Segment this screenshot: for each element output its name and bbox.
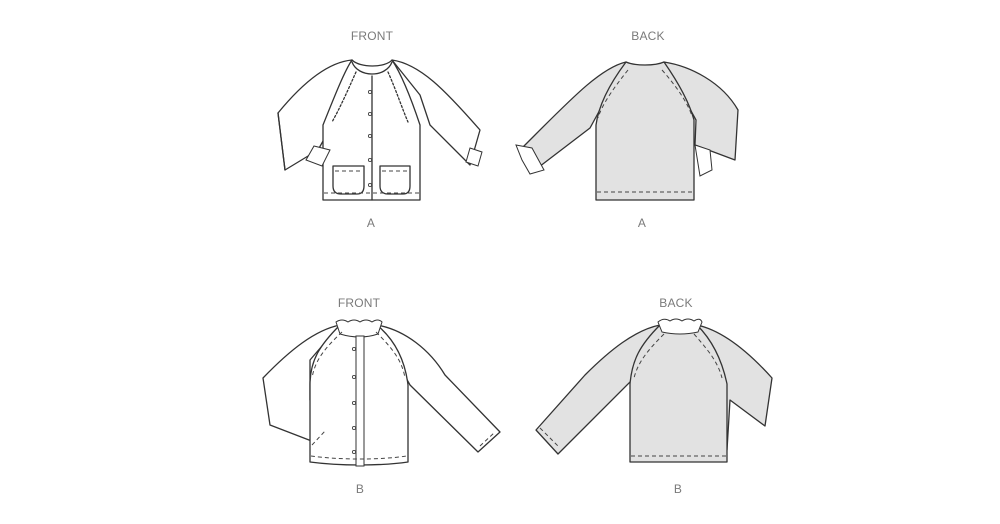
view-a-front-variant: A	[366, 216, 376, 230]
jacket-b-front-drawing	[262, 319, 501, 467]
view-b-front-heading: FRONT	[337, 296, 381, 310]
jacket-a-back-drawing	[515, 61, 739, 201]
view-a-back-variant: A	[637, 216, 647, 230]
view-b-front-variant: B	[355, 482, 365, 496]
view-a-back-heading: BACK	[631, 29, 665, 43]
jacket-a-front-drawing	[277, 59, 483, 201]
view-b-back-variant: B	[673, 482, 683, 496]
view-a-front-heading: FRONT	[350, 29, 394, 43]
view-b-back-heading: BACK	[659, 296, 693, 310]
jacket-b-back-drawing	[535, 318, 773, 463]
